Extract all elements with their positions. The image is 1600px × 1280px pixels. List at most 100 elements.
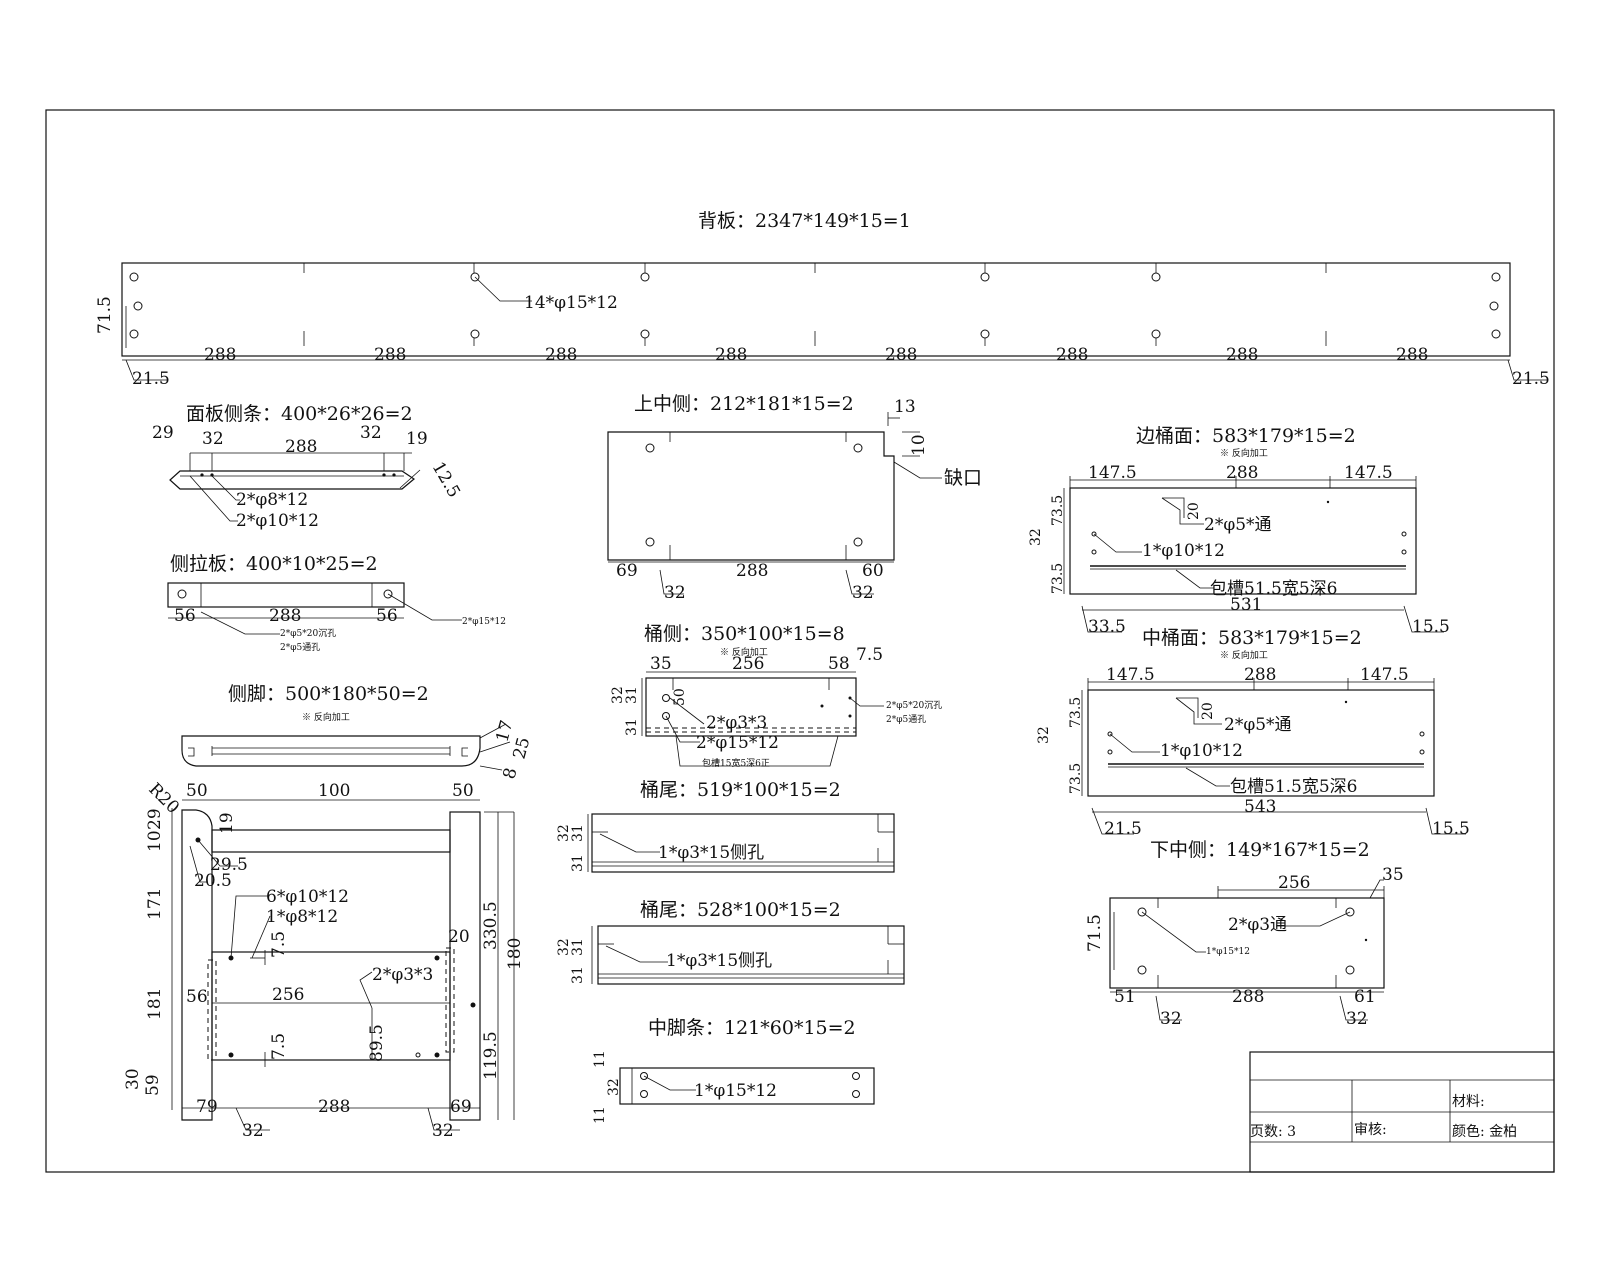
- strip-note-2: 2*φ10*12: [236, 511, 319, 531]
- bucket-tail-1: 桶尾：519*100*15=2 32 31 31 1*φ3*15侧孔: [556, 779, 895, 873]
- ebf-note-2: 1*φ10*12: [1142, 541, 1225, 561]
- side-leg: 侧脚：500*180*50=2 ※ 反向加工 17 25 8 50 100 50…: [123, 683, 534, 1141]
- mid-foot-strip-outline: [619, 1067, 875, 1105]
- mid-bucket-face-tiny: ※ 反向加工: [1220, 649, 1268, 661]
- strip-dim-a: 29: [152, 423, 174, 443]
- ums-dim-d: 288: [736, 561, 768, 581]
- lms-dim-e: 288: [1232, 987, 1264, 1007]
- mbf-dim-i: 21.5: [1104, 819, 1142, 839]
- leg-right-a: 330.5: [481, 901, 501, 950]
- leg-top-b: 100: [318, 781, 350, 801]
- bt2-dim-a: 32: [556, 938, 572, 956]
- leg-note-1: 6*φ10*12: [266, 887, 349, 907]
- panel-side-strip: 面板侧条：400*26*26=2 29 32 288 32 19 12.5 2*…: [152, 403, 464, 531]
- spacing-label: 288: [715, 345, 747, 365]
- mbf-note-1: 2*φ5*通: [1224, 715, 1292, 735]
- mid-foot-strip-title: 中脚条：121*60*15=2: [648, 1017, 856, 1039]
- ebf-dim-b: 288: [1226, 463, 1258, 483]
- bt1-dim-c: 31: [570, 854, 586, 872]
- lms-dim-f: 61: [1354, 987, 1376, 1007]
- leg-right-c: 119.5: [481, 1031, 501, 1080]
- panel-side-strip-title: 面板侧条：400*26*26=2: [186, 403, 413, 425]
- back-panel-title: 背板：2347*149*15=1: [698, 210, 911, 232]
- bucket-tail-1-outline: [591, 813, 895, 873]
- back-panel-spacing: 288 288 288 288 288 288 288 288: [204, 345, 1428, 365]
- ums-dim-f: 32: [664, 583, 686, 603]
- edge-bucket-face-title: 边桶面：583*179*15=2: [1136, 425, 1356, 447]
- lms-dim-b: 35: [1382, 865, 1404, 885]
- mfs-note: 1*φ15*12: [694, 1081, 777, 1101]
- bs-dim-g: 50: [672, 688, 688, 706]
- lower-mid-side-title: 下中侧：149*167*15=2: [1150, 839, 1370, 861]
- bs-dim-h: 31: [624, 718, 640, 736]
- leg-bottom-e: 32: [432, 1121, 454, 1141]
- ums-dim-b: 10: [909, 434, 929, 456]
- ebf-dim-d: 20: [1186, 502, 1202, 520]
- bs-dim-c: 58: [828, 654, 850, 674]
- edge-right-leader: [1507, 359, 1548, 381]
- bucket-side: 桶侧：350*100*15=8 ※ 反向加工 35 256 58 7.5 32 …: [610, 623, 942, 769]
- back-panel-outline: [121, 262, 1511, 357]
- leg-inner-h: 89.5: [367, 1024, 387, 1062]
- leg-left-d: 181: [145, 988, 165, 1020]
- leg-left-e: 30: [123, 1068, 143, 1090]
- sheet-border: [45, 109, 1555, 1173]
- edge-bucket-face-tiny: ※ 反向加工: [1220, 447, 1268, 459]
- leg-bottom-d: 32: [242, 1121, 264, 1141]
- lms-dim-d: 51: [1114, 987, 1136, 1007]
- side-leg-tiny: ※ 反向加工: [302, 711, 350, 723]
- leg-right-post: [449, 811, 481, 1121]
- mbf-dim-j: 15.5: [1432, 819, 1470, 839]
- lms-dim-h: 32: [1346, 1009, 1368, 1029]
- bs-note-2: 2*φ15*12: [696, 733, 779, 753]
- leg-top-c: 50: [452, 781, 474, 801]
- lower-mid-side: 下中侧：149*167*15=2 256 35 71.5 2*φ3通 1*φ15…: [1085, 839, 1404, 1029]
- bucket-tail-2-outline: [597, 925, 905, 985]
- back-panel-edge-right: 21.5: [1512, 369, 1550, 389]
- leg-left-c: 171: [145, 888, 165, 920]
- bt1-dim-a: 32: [556, 824, 572, 842]
- strip-dim-d: 32: [360, 423, 382, 443]
- pull-note-3: 2*φ15*12: [462, 617, 506, 627]
- mbf-dim-h: 543: [1244, 797, 1276, 817]
- bt1-dim-b: 31: [570, 824, 586, 842]
- ebf-dim-f: 32: [1028, 528, 1044, 546]
- mfs-dim-b: 32: [606, 1078, 622, 1096]
- back-panel-edge-left: 21.5: [132, 369, 170, 389]
- mbf-note-2: 1*φ10*12: [1160, 741, 1243, 761]
- ebf-dim-g: 73.5: [1050, 563, 1066, 594]
- spacing-label: 288: [204, 345, 236, 365]
- bs-note-3: 包槽15宽5深6正: [702, 757, 770, 769]
- bs-dim-b: 256: [732, 654, 764, 674]
- upper-mid-side: 上中侧：212*181*15=2 13 10 缺口 69 288 60 32 3…: [607, 393, 982, 603]
- ums-dim-g: 32: [852, 583, 874, 603]
- leg-top-a: 50: [186, 781, 208, 801]
- edge-bucket-face-outline: [1069, 487, 1417, 595]
- leg-top-rail: [211, 829, 451, 853]
- back-panel-ticks: [303, 263, 1327, 346]
- leg-profile-c: 8: [500, 766, 522, 782]
- mbf-dim-f: 32: [1036, 726, 1052, 744]
- mbf-dim-c: 147.5: [1360, 665, 1409, 685]
- bucket-tail-2-title: 桶尾：528*100*15=2: [640, 899, 841, 921]
- leg-mid-panel: [211, 951, 451, 1061]
- mbf-note-3: 包槽51.5宽5深6: [1230, 777, 1357, 797]
- bt2-dim-c: 31: [570, 966, 586, 984]
- lms-dim-c: 71.5: [1085, 914, 1105, 952]
- strip-note-1: 2*φ8*12: [236, 490, 308, 510]
- back-panel-leader: [474, 276, 532, 302]
- strip-dim-c: 288: [285, 437, 317, 457]
- lms-dim-g: 32: [1160, 1009, 1182, 1029]
- mid-bucket-face-outline: [1087, 689, 1435, 797]
- leg-bottom-b: 288: [318, 1097, 350, 1117]
- leg-inner-g: 7.5: [269, 1033, 289, 1060]
- leg-inner-a: 19: [217, 812, 237, 834]
- edge-bucket-face: 边桶面：583*179*15=2 ※ 反向加工 147.5 288 147.5 …: [1028, 425, 1450, 637]
- title-block: 材料: 页数: 3 审核: 颜色: 金柏: [1249, 1051, 1555, 1173]
- back-panel-height: 71.5: [95, 296, 115, 334]
- ebf-dim-j: 15.5: [1412, 617, 1450, 637]
- bucket-side-title: 桶侧：350*100*15=8: [644, 623, 845, 645]
- leg-note-3: 2*φ3*3: [372, 965, 433, 985]
- bs-note-1: 2*φ3*3: [706, 713, 767, 733]
